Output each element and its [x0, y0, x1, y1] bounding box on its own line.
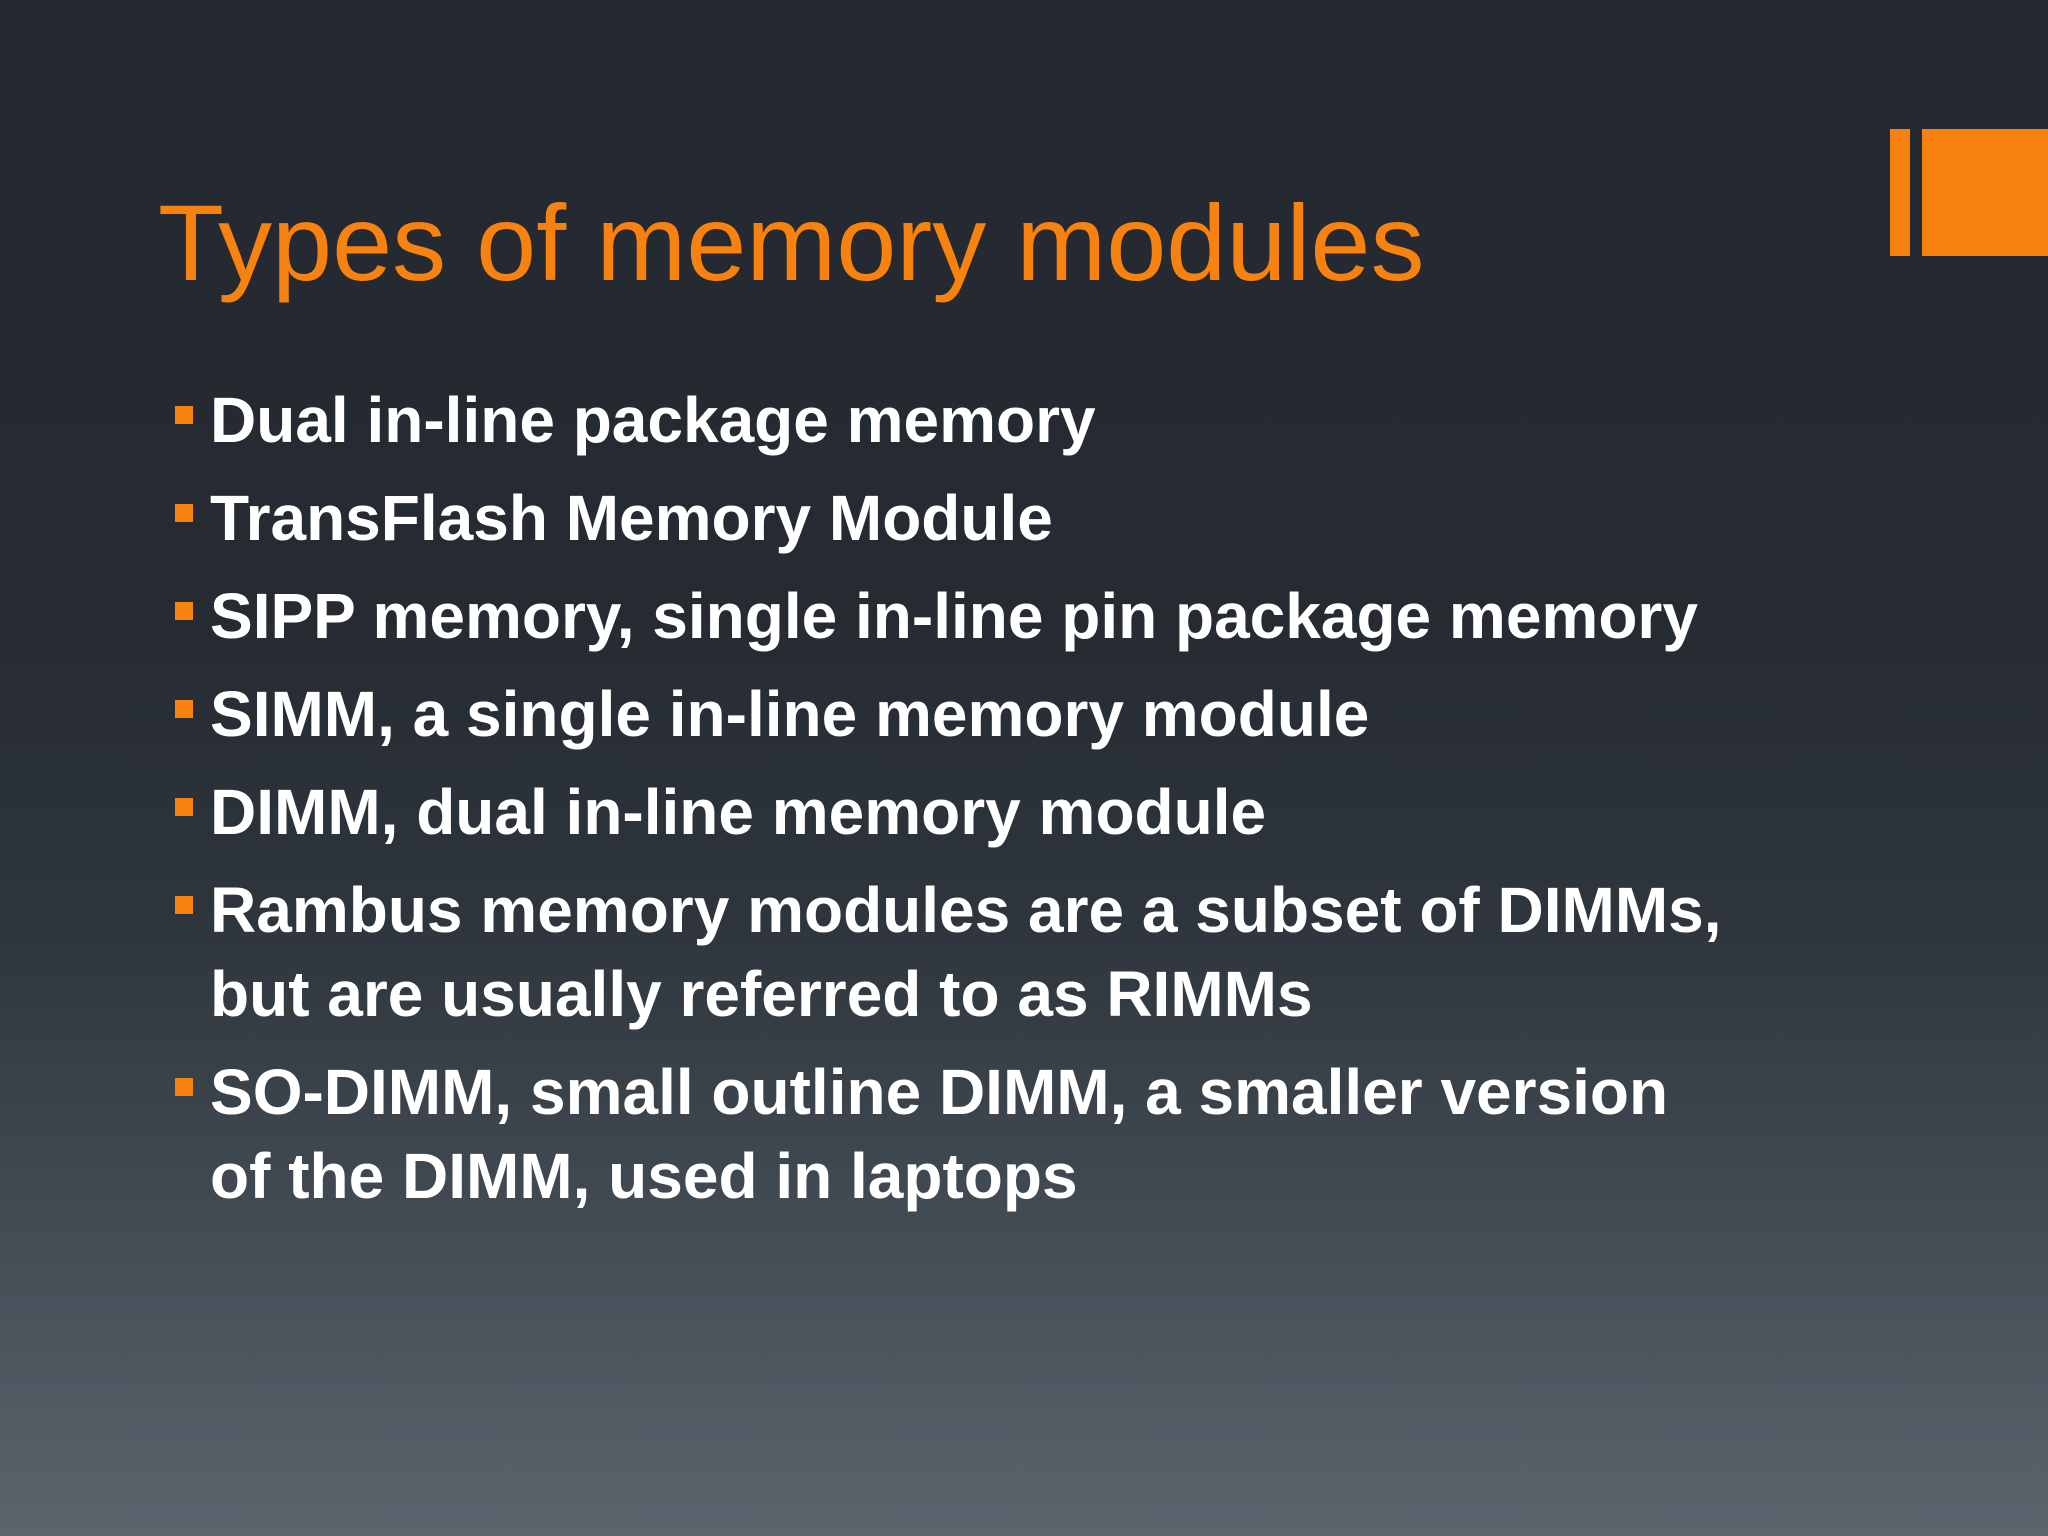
square-bullet-icon: [175, 798, 193, 816]
square-bullet-icon: [175, 896, 193, 914]
square-bullet-icon: [175, 602, 193, 620]
bullet-text: SIPP memory, single in-line pin package …: [210, 580, 1698, 652]
bullet-item-transflash: TransFlash Memory Module: [172, 476, 1732, 560]
bullet-item-so-dimm: SO-DIMM, small outline DIMM, a smaller v…: [172, 1050, 1732, 1218]
bullet-text: Dual in-line package memory: [210, 384, 1096, 456]
bullet-item-dimm: DIMM, dual in-line memory module: [172, 770, 1732, 854]
bullet-item-dip: Dual in-line package memory: [172, 378, 1732, 462]
accent-bar: [1890, 129, 1910, 256]
bullet-item-rambus: Rambus memory modules are a subset of DI…: [172, 868, 1732, 1036]
bullet-list: Dual in-line package memory TransFlash M…: [172, 378, 1732, 1232]
bullet-text: Rambus memory modules are a subset of DI…: [210, 874, 1722, 1030]
bullet-item-simm: SIMM, a single in-line memory module: [172, 672, 1732, 756]
bullet-text: TransFlash Memory Module: [210, 482, 1053, 554]
bullet-item-sipp: SIPP memory, single in-line pin package …: [172, 574, 1732, 658]
slide-title: Types of memory modules: [158, 182, 1425, 303]
bullet-text: SO-DIMM, small outline DIMM, a smaller v…: [210, 1056, 1669, 1212]
square-bullet-icon: [175, 700, 193, 718]
accent-block: [1922, 129, 2048, 256]
square-bullet-icon: [175, 1078, 193, 1096]
bullet-text: DIMM, dual in-line memory module: [210, 776, 1267, 848]
bullet-text: SIMM, a single in-line memory module: [210, 678, 1370, 750]
square-bullet-icon: [175, 406, 193, 424]
square-bullet-icon: [175, 504, 193, 522]
